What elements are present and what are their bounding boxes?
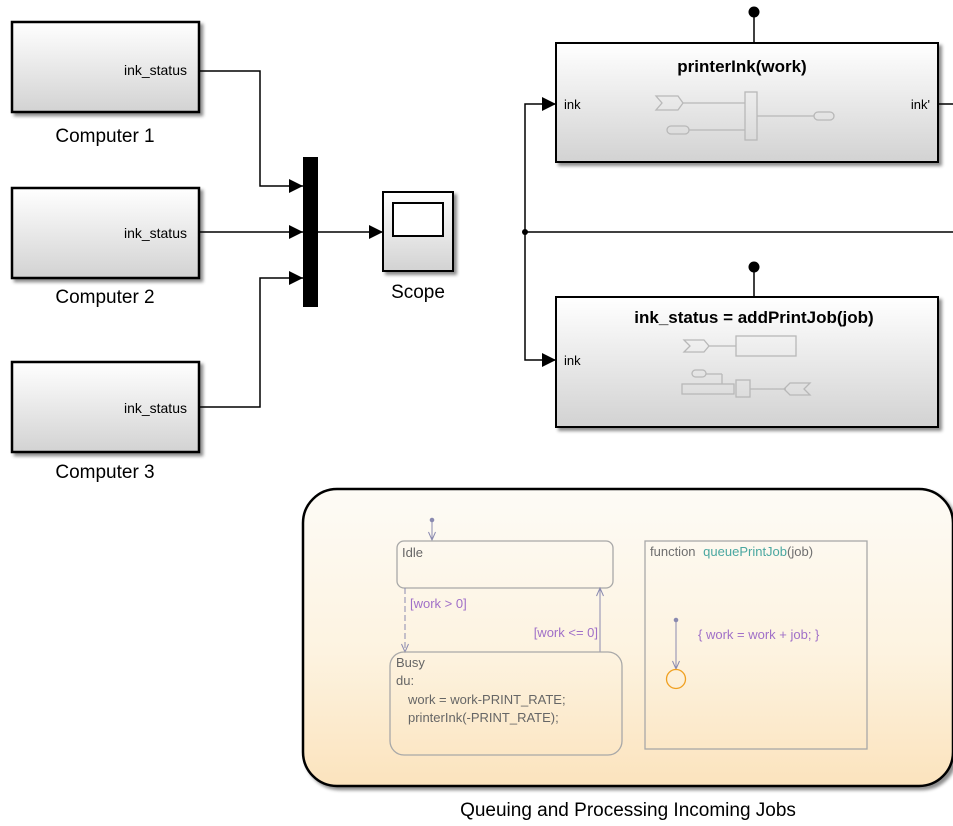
mux-block[interactable] bbox=[303, 157, 318, 307]
printer-ink-internal-icon bbox=[654, 91, 835, 141]
computer-1-port-label: ink_status bbox=[124, 62, 187, 78]
computer-1-label: Computer 1 bbox=[55, 126, 154, 147]
computer-2-block[interactable]: ink_status bbox=[10, 186, 201, 280]
printer-ink-in-port: ink bbox=[564, 97, 581, 112]
trigger-port-add-print-job bbox=[748, 261, 760, 273]
printer-ink-out-port: ink' bbox=[911, 97, 930, 112]
branch-point bbox=[522, 229, 528, 235]
computer-3-label: Computer 3 bbox=[55, 462, 154, 483]
default-transition bbox=[428, 517, 436, 542]
busy-state-name: Busy bbox=[396, 655, 425, 670]
trigger-port-printer-ink bbox=[748, 6, 760, 18]
signal-lines bbox=[199, 70, 383, 408]
scope-block[interactable] bbox=[382, 191, 454, 272]
computer-1-block[interactable]: ink_status bbox=[10, 20, 201, 114]
function-keyword: function bbox=[650, 544, 696, 559]
busy-state-action-line-1: work = work-PRINT_RATE; bbox=[407, 692, 566, 707]
busy-state-action-label: du: bbox=[396, 673, 414, 688]
idle-state[interactable]: Idle bbox=[396, 540, 614, 589]
signal-line-computer-1 bbox=[199, 70, 303, 193]
add-print-job-block[interactable]: ink_status = addPrintJob(job) ink bbox=[555, 296, 939, 428]
transition-idle-to-busy-label: [work > 0] bbox=[410, 596, 467, 611]
computer-2-label: Computer 2 bbox=[55, 287, 154, 308]
function-args: (job) bbox=[787, 544, 813, 559]
transition-busy-to-idle[interactable] bbox=[596, 586, 604, 652]
right-signal-lines bbox=[524, 14, 953, 367]
printer-ink-title: printerInk(work) bbox=[677, 57, 806, 76]
computer-3-port-label: ink_status bbox=[124, 400, 187, 416]
connective-junction bbox=[665, 668, 687, 690]
stateflow-chart[interactable]: Idle [work > 0] [work <= 0] Busy du: wor… bbox=[301, 487, 953, 788]
scope-label: Scope bbox=[391, 282, 445, 303]
stateflow-chart-caption: Queuing and Processing Incoming Jobs bbox=[460, 800, 796, 821]
function-body: { work = work + job; } bbox=[698, 627, 820, 642]
function-signature: function queuePrintJob(job) bbox=[650, 544, 813, 559]
idle-state-name: Idle bbox=[402, 545, 423, 560]
add-print-job-in-port: ink bbox=[564, 353, 581, 368]
printer-ink-block[interactable]: printerInk(work) ink ink' bbox=[555, 42, 939, 163]
computer-2-port-label: ink_status bbox=[124, 225, 187, 241]
computer-3-block[interactable]: ink_status bbox=[10, 360, 201, 454]
scope-screen-icon bbox=[392, 202, 444, 237]
add-print-job-title: ink_status = addPrintJob(job) bbox=[634, 308, 873, 327]
function-queue-print-job[interactable]: function queuePrintJob(job) { work = wor… bbox=[644, 540, 868, 750]
function-name: queuePrintJob bbox=[703, 544, 787, 559]
add-print-job-internal-icon bbox=[681, 335, 812, 398]
busy-state[interactable]: Busy du: work = work-PRINT_RATE; printer… bbox=[389, 651, 623, 756]
transition-busy-to-idle-label: [work <= 0] bbox=[534, 625, 598, 640]
busy-state-action-line-2: printerInk(-PRINT_RATE); bbox=[408, 710, 559, 725]
signal-line-computer-3 bbox=[199, 271, 303, 408]
